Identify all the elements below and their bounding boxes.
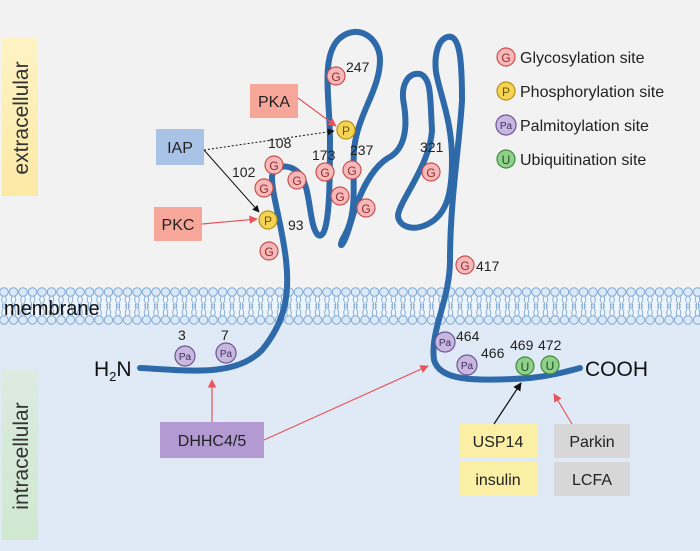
c-terminus-label: COOH bbox=[585, 358, 648, 381]
site-g417: G 417 bbox=[455, 255, 500, 275]
lcfa-box bbox=[554, 462, 630, 496]
site-number-321: 321 bbox=[420, 139, 444, 155]
svg-text:P: P bbox=[264, 214, 272, 228]
pkc-box bbox=[154, 207, 202, 241]
svg-text:Pa: Pa bbox=[461, 361, 474, 372]
site-number-102: 102 bbox=[232, 164, 256, 180]
svg-text:U: U bbox=[521, 360, 530, 374]
site-g247: G 247 bbox=[326, 59, 370, 86]
legend-ubiq: U Ubiquitination site bbox=[496, 149, 646, 169]
extracellular-region bbox=[0, 0, 700, 290]
site-g-lower: G bbox=[259, 241, 279, 261]
iap-label: IAP bbox=[167, 140, 193, 157]
site-g-173b: G bbox=[342, 160, 362, 180]
site-u469: U 469 bbox=[510, 337, 535, 376]
svg-text:G: G bbox=[335, 190, 344, 204]
parkin-arrow bbox=[553, 393, 573, 425]
svg-text:Pa: Pa bbox=[179, 352, 192, 363]
iap-to-p93-arrow bbox=[203, 149, 260, 213]
usp14-box bbox=[459, 424, 537, 458]
pkc-label: PKC bbox=[162, 217, 195, 234]
svg-text:G: G bbox=[259, 182, 268, 196]
legend-palm-label: Palmitoylation site bbox=[520, 118, 649, 135]
extracellular-label: extracellular bbox=[10, 61, 33, 174]
svg-text:G: G bbox=[347, 164, 356, 178]
site-pa7: Pa 7 bbox=[215, 327, 237, 364]
site-pa466: Pa 466 bbox=[456, 345, 505, 376]
svg-text:Pa: Pa bbox=[500, 121, 513, 132]
site-number-108: 108 bbox=[268, 135, 292, 151]
site-number-472: 472 bbox=[538, 337, 562, 353]
svg-text:G: G bbox=[292, 174, 301, 188]
legend-phospho: P Phosphorylation site bbox=[496, 81, 664, 101]
usp14-label: USP14 bbox=[473, 434, 524, 451]
legend: G Glycosylation site P Phosphorylation s… bbox=[495, 47, 664, 169]
membrane-label: membrane bbox=[4, 298, 100, 320]
svg-text:Pa: Pa bbox=[220, 349, 233, 360]
site-number-7: 7 bbox=[221, 327, 229, 343]
svg-text:P: P bbox=[342, 124, 350, 138]
insulin-label: insulin bbox=[475, 472, 520, 489]
site-number-237: 237 bbox=[350, 142, 374, 158]
site-pa464: Pa 464 bbox=[434, 328, 480, 353]
site-g-loop3: G bbox=[356, 198, 376, 218]
legend-palm: Pa Palmitoylation site bbox=[495, 114, 649, 136]
svg-text:G: G bbox=[460, 259, 469, 273]
pka-box bbox=[250, 84, 298, 118]
parkin-label: Parkin bbox=[569, 434, 614, 451]
pka-label: PKA bbox=[258, 94, 290, 111]
n-terminus-label: H2N bbox=[94, 358, 132, 384]
site-number-247: 247 bbox=[346, 59, 370, 75]
svg-text:G: G bbox=[361, 202, 370, 216]
svg-text:Pa: Pa bbox=[439, 338, 452, 349]
svg-text:G: G bbox=[320, 166, 329, 180]
svg-text:U: U bbox=[502, 153, 511, 167]
svg-text:G: G bbox=[501, 51, 510, 65]
site-g102: G 102 bbox=[232, 155, 284, 180]
dhhc-box bbox=[160, 422, 264, 458]
site-g321: G 321 bbox=[420, 139, 444, 182]
usp14-arrow bbox=[493, 382, 522, 425]
site-g173: G 173 bbox=[312, 147, 336, 182]
site-g-midloop: G bbox=[330, 186, 350, 206]
dhhc-label: DHHC4/5 bbox=[178, 433, 247, 450]
site-p108: P 108 237 bbox=[268, 120, 374, 158]
svg-text:P: P bbox=[502, 85, 510, 99]
pka-arrow bbox=[297, 97, 337, 127]
site-number-469: 469 bbox=[510, 337, 534, 353]
dhhc-to-pa464-466-arrow bbox=[263, 365, 429, 441]
iap-to-p108-arrow bbox=[203, 128, 335, 151]
site-number-93: 93 bbox=[288, 217, 304, 233]
legend-glyco-label: Glycosylation site bbox=[520, 50, 645, 67]
site-g-102c: G bbox=[287, 170, 307, 190]
site-u472: U 472 bbox=[538, 337, 562, 375]
intracellular-label: intracellular bbox=[10, 402, 33, 509]
site-p93: P 93 bbox=[258, 210, 304, 233]
insulin-box bbox=[459, 462, 537, 496]
legend-ubiq-label: Ubiquitination site bbox=[520, 152, 646, 169]
svg-text:G: G bbox=[269, 159, 278, 173]
lcfa-label: LCFA bbox=[572, 472, 612, 489]
site-pa3: Pa 3 bbox=[174, 327, 196, 367]
iap-box bbox=[156, 129, 204, 165]
site-number-173: 173 bbox=[312, 147, 336, 163]
site-number-3: 3 bbox=[178, 327, 186, 343]
lipid-bilayer bbox=[0, 287, 700, 325]
svg-text:G: G bbox=[426, 166, 435, 180]
legend-glyco: G Glycosylation site bbox=[496, 47, 645, 67]
site-number-464: 464 bbox=[456, 328, 480, 344]
svg-text:G: G bbox=[264, 245, 273, 259]
parkin-box bbox=[554, 424, 630, 458]
extracellular-label-box bbox=[2, 38, 38, 196]
site-number-417: 417 bbox=[476, 258, 500, 274]
svg-text:G: G bbox=[331, 70, 340, 84]
pkc-arrow bbox=[201, 215, 258, 225]
svg-text:U: U bbox=[546, 359, 555, 373]
legend-phospho-label: Phosphorylation site bbox=[520, 84, 664, 101]
site-number-466: 466 bbox=[481, 345, 505, 361]
site-g-102b: G bbox=[254, 178, 274, 198]
intracellular-label-box bbox=[2, 370, 38, 540]
